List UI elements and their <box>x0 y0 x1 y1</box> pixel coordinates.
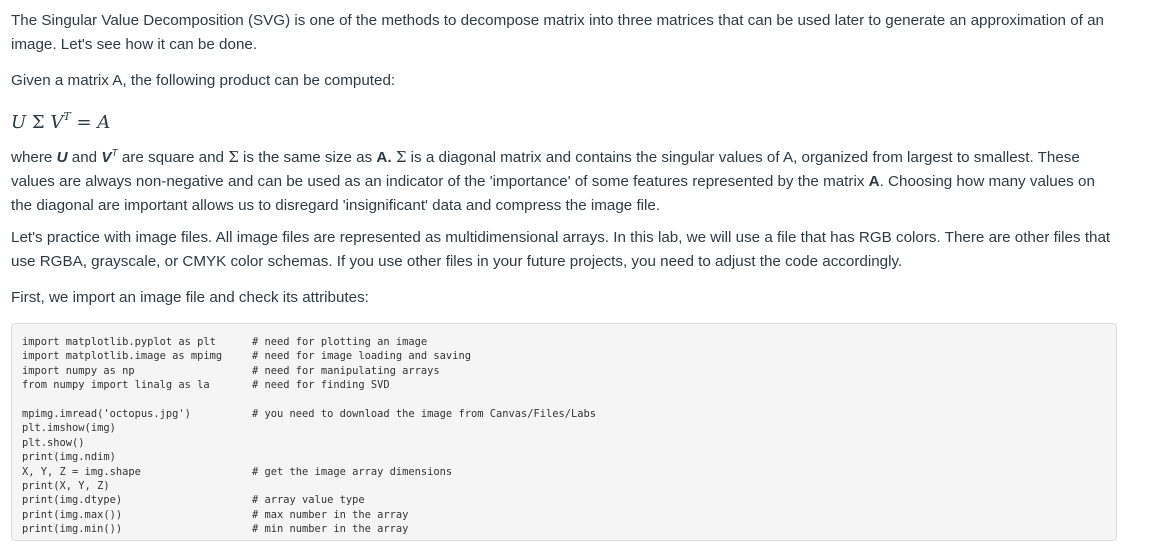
code-comment: # need for image loading and saving <box>252 350 471 363</box>
code-statement: print(img.ndim) <box>22 451 116 464</box>
code-block[interactable]: import matplotlib.pyplot as plt # need fo… <box>11 323 1117 541</box>
explain-text-2: and <box>67 149 102 166</box>
explanation-paragraph: where U and VT are square and Σ is the s… <box>11 142 1119 218</box>
given-matrix-paragraph: Given a matrix A, the following product … <box>11 72 396 89</box>
explain-text-1: where <box>11 149 57 166</box>
code-comment: # get the image array dimensions <box>252 465 453 478</box>
code-statement: import numpy as np <box>22 364 135 377</box>
code-comment: # min number in the array <box>252 523 409 536</box>
explain-u: U <box>56 149 68 166</box>
code-comment: # need for finding SVD <box>252 379 390 392</box>
code-line: import matplotlib.image as mpimg # need f… <box>22 349 1106 363</box>
code-line <box>22 393 1106 407</box>
formula-sigma: Σ <box>31 112 45 133</box>
formula-u: U <box>11 112 27 133</box>
code-line: print(img.dtype) # array value type <box>22 493 1106 507</box>
code-line: print(img.max()) # max number in the arra… <box>22 508 1106 522</box>
code-statement: import matplotlib.image as mpimg <box>22 350 223 363</box>
code-comment: # max number in the array <box>252 508 409 521</box>
code-statement: import matplotlib.pyplot as plt <box>22 336 216 348</box>
code-line: print(img.ndim) <box>22 450 1106 464</box>
code-statement: print(img.dtype) <box>22 494 123 507</box>
code-statement: from numpy import linalg as la <box>22 379 210 392</box>
code-line: plt.imshow(img) <box>22 421 1106 435</box>
code-line: plt.show() <box>22 436 1106 450</box>
explain-sigma-2: Σ <box>395 148 407 166</box>
code-line: X, Y, Z = img.shape # get the image array… <box>22 465 1106 479</box>
code-comment: # array value type <box>252 494 365 507</box>
formula-v: V <box>50 112 64 133</box>
explain-text-6: is a diagonal matrix and contains the si… <box>11 149 1080 190</box>
formula-transpose: T <box>63 110 71 123</box>
svd-formula: U Σ VT = A <box>11 105 110 135</box>
intro-paragraph: The Singular Value Decomposition (SVG) i… <box>11 12 1104 53</box>
formula-a: A <box>97 112 111 133</box>
code-comment: # you need to download the image from Ca… <box>252 407 597 420</box>
explain-text-3: are square and <box>117 149 229 166</box>
code-comment: # need for manipulating arrays <box>252 364 440 377</box>
explain-text-7: . Choosing how many values on the diagon… <box>11 173 1095 214</box>
formula-equals: = <box>70 112 98 133</box>
code-line: print(img.min()) # min number in the arra… <box>22 522 1106 536</box>
explain-text-4: is the same size as <box>238 149 377 166</box>
code-line: print(X, Y, Z) <box>22 479 1106 493</box>
code-comment: # need for plotting an image <box>252 336 428 348</box>
explain-v: V <box>101 149 112 166</box>
first-paragraph: First, we import an image file and check… <box>11 289 369 306</box>
code-statement: mpimg.imread('octopus.jpg') <box>22 407 191 420</box>
code-statement: print(X, Y, Z) <box>22 479 110 492</box>
explain-a-1: A. <box>376 149 392 166</box>
practice-paragraph: Let's practice with image files. All ima… <box>11 229 1111 270</box>
code-line: from numpy import linalg as la # need for… <box>22 378 1106 392</box>
code-line: mpimg.imread('octopus.jpg') # you need to… <box>22 407 1106 421</box>
code-statement: plt.imshow(img) <box>22 422 116 435</box>
code-line: import matplotlib.pyplot as plt # need fo… <box>22 335 1106 349</box>
code-statement: print(img.min()) <box>22 523 123 536</box>
explain-sigma-1: Σ <box>228 148 239 166</box>
code-statement: plt.show() <box>22 436 85 449</box>
code-line: import numpy as np # need for manipulatin… <box>22 364 1106 378</box>
code-statement: print(img.max()) <box>22 508 123 521</box>
explain-transpose: T <box>111 148 118 159</box>
explain-a-2: A <box>868 173 880 190</box>
code-statement: X, Y, Z = img.shape <box>22 465 141 478</box>
